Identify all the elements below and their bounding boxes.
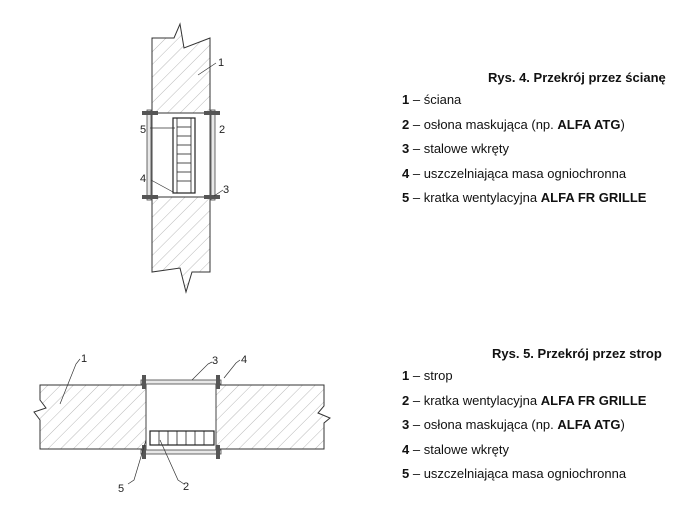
slab-left [33,384,147,450]
wall-callout-1: 1 [218,57,224,69]
legend-item: 3 – osłona maskująca (np. ALFA ATG) [402,417,625,432]
fire-grille-vertical [172,117,196,194]
ceiling-callout-5: 5 [118,483,124,495]
ceiling-figure-caption: Rys. 5. Przekrój przez strop [492,346,662,361]
screw-tr [204,111,220,115]
legend-item: 4 – stalowe wkręty [402,441,509,457]
wall-legend: 1 – ściana 2 – osłona maskująca (np. ALF… [402,88,646,211]
ceiling-section-drawing: 1 3 4 5 2 [33,353,331,495]
ceiling-screw-tr [216,375,220,389]
legend-item: 5 – kratka wentylacyjna ALFA FR GRILLE [402,190,647,205]
screw-bl [142,195,158,199]
ceiling-screw-tl [142,375,146,389]
screw-br [204,195,220,199]
wall-callout-4: 4 [140,173,146,185]
legend-item: 2 – osłona maskująca (np. ALFA ATG) [402,116,625,132]
ceiling-callout-4: 4 [241,354,247,366]
ceiling-cover-bottom [140,449,222,455]
wall-figure-caption: Rys. 4. Przekrój przez ścianę [488,70,666,85]
ceiling-screw-bl [142,445,146,459]
masking-cover-left [146,109,152,201]
legend-item: 4 – uszczelniająca masa ogniochronna [402,165,627,181]
slab-right [215,384,331,450]
ceiling-cover-top [140,379,222,385]
wall-upper [151,22,211,114]
wall-section-drawing: 1 5 2 4 3 [140,22,229,294]
screw-tl [142,111,158,115]
ceiling-legend: 1 – strop 2 – kratka wentylacyjna ALFA F… [402,364,646,487]
ceiling-callout-1: 1 [81,353,87,365]
ceiling-callout-2: 2 [183,481,189,493]
wall-callout-3: 3 [223,184,229,196]
ceiling-screw-br [216,445,220,459]
legend-item: 3 – stalowe wkręty [402,141,509,156]
legend-item: 1 – strop [402,368,453,383]
legend-item: 1 – ściana [402,92,462,107]
fire-grille-horizontal [149,430,215,446]
legend-item: 5 – uszczelniająca masa ogniochronna [402,466,627,481]
legend-item: 2 – kratka wentylacyjna ALFA FR GRILLE [402,392,647,408]
wall-lower [151,196,211,294]
wall-callout-5: 5 [140,124,146,136]
wall-callout-2: 2 [219,124,225,136]
ceiling-callout-3: 3 [212,355,218,367]
masking-cover-right [210,109,216,201]
